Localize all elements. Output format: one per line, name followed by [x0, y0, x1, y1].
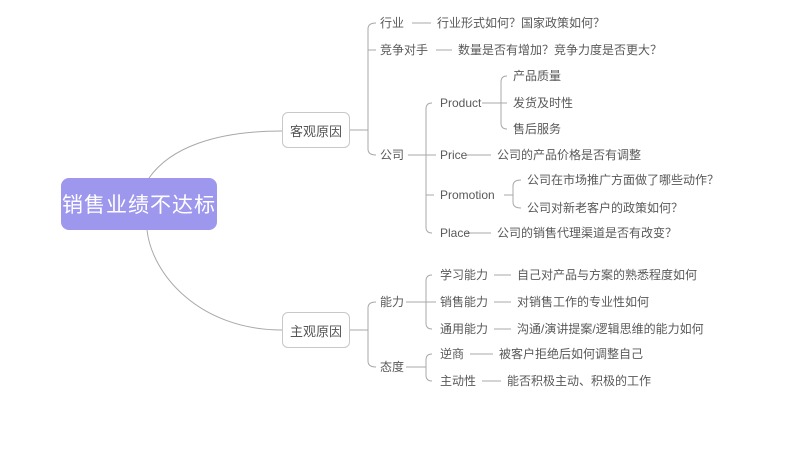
curve-root-to-objective [148, 130, 283, 179]
note-general[interactable]: 沟通/演讲提案/逻辑思维的能力如何 [517, 322, 704, 336]
topic-adversity[interactable]: 逆商 [440, 347, 465, 361]
topic-price[interactable]: Price [440, 148, 468, 162]
note-product-aftersales[interactable]: 售后服务 [513, 122, 562, 136]
note-place[interactable]: 公司的销售代理渠道是否有改变？ [497, 226, 678, 240]
note-sales[interactable]: 对销售工作的专业性如何 [517, 295, 650, 309]
note-competitors[interactable]: 数量是否有增加？竞争力度是否更大？ [458, 43, 663, 57]
topic-product[interactable]: Product [440, 96, 482, 110]
note-promotion-market[interactable]: 公司在市场推广方面做了哪些动作？ [527, 173, 720, 187]
root-topic[interactable]: 销售业绩不达标 [61, 178, 217, 230]
topic-initiative[interactable]: 主动性 [440, 374, 477, 388]
note-product-quality[interactable]: 产品质量 [513, 69, 562, 83]
note-industry[interactable]: 行业形式如何？国家政策如何？ [437, 16, 606, 30]
note-initiative[interactable]: 能否积极主动、积极的工作 [507, 374, 652, 388]
curve-root-to-subjective [146, 229, 283, 331]
topic-industry[interactable]: 行业 [380, 16, 405, 30]
topic-company[interactable]: 公司 [380, 148, 405, 162]
note-promotion-policy[interactable]: 公司对新老客户的政策如何？ [527, 201, 684, 215]
note-learning[interactable]: 自己对产品与方案的熟悉程度如何 [517, 268, 698, 282]
topic-general[interactable]: 通用能力 [440, 322, 489, 336]
note-adversity[interactable]: 被客户拒绝后如何调整自己 [499, 347, 644, 361]
topic-ability[interactable]: 能力 [380, 295, 405, 309]
branch-objective[interactable]: 客观原因 [282, 112, 350, 148]
topic-attitude[interactable]: 态度 [380, 360, 405, 374]
topic-place[interactable]: Place [440, 226, 471, 240]
note-product-delivery[interactable]: 发货及时性 [513, 96, 574, 110]
topic-competitors[interactable]: 竞争对手 [380, 43, 429, 57]
branch-subjective[interactable]: 主观原因 [282, 312, 350, 348]
note-price[interactable]: 公司的产品价格是否有调整 [497, 148, 642, 162]
topic-learning[interactable]: 学习能力 [440, 268, 489, 282]
topic-sales[interactable]: 销售能力 [440, 295, 489, 309]
topic-promotion[interactable]: Promotion [440, 188, 495, 202]
